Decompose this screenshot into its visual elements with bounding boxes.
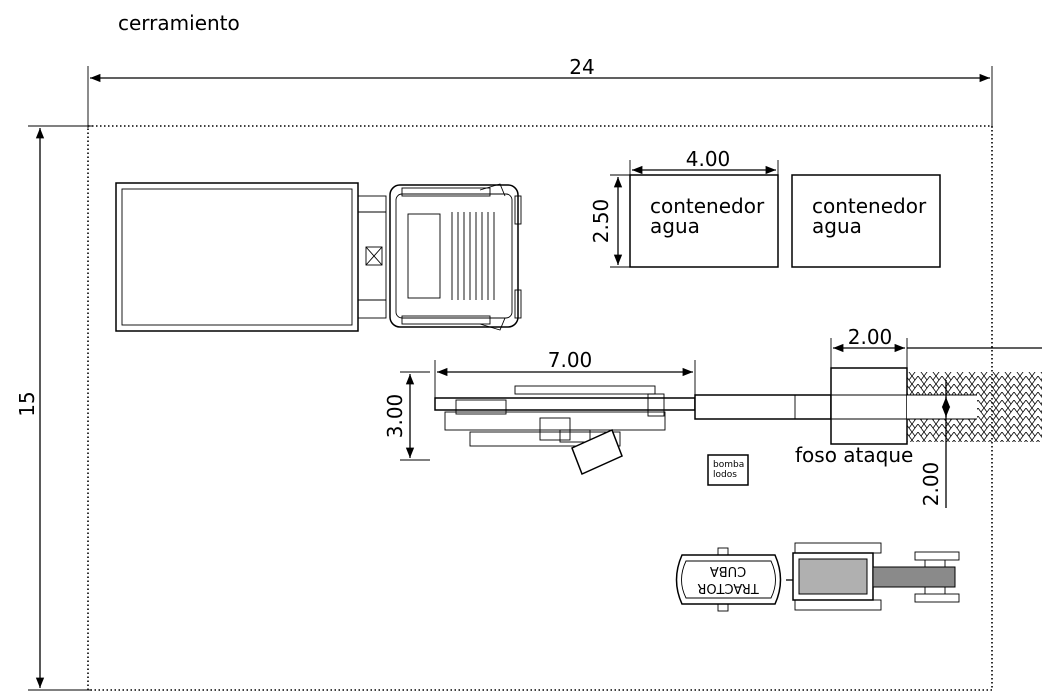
container-width-dimension-label: 4.00 xyxy=(686,147,731,171)
enclosure-fence xyxy=(87,125,993,691)
truck xyxy=(115,182,522,332)
tractor-label: TRACTOR xyxy=(697,580,759,595)
machine-length-dimension: 7.00 xyxy=(434,348,696,398)
container-height-dimension-label: 2.50 xyxy=(589,199,613,244)
machine-width-dimension: 3.00 xyxy=(383,371,430,461)
machine-length-dimension-label: 7.00 xyxy=(548,348,593,372)
water-container-1: contenedor agua xyxy=(629,174,779,268)
container-width-dimension: 4.00 xyxy=(629,147,779,175)
plan-title: cerramiento xyxy=(118,11,240,35)
sludge-pump-label-line1: bomba xyxy=(713,460,744,470)
height-dimension-label: 15 xyxy=(15,391,39,416)
pit-width-dimension-label: 2.00 xyxy=(848,325,893,349)
sludge-pump: bomba lodos xyxy=(707,454,749,486)
width-dimension-label: 24 xyxy=(569,55,594,79)
drilling-machine xyxy=(434,385,832,476)
width-dimension: 24 xyxy=(87,55,993,128)
water-container-2: contenedor agua xyxy=(791,174,941,268)
water-container-2-label-line2: agua xyxy=(812,214,862,238)
tank-label: CUBA xyxy=(710,563,747,578)
pit-depth-dimension-label: 2.00 xyxy=(919,462,943,507)
sludge-pump-label-line2: lodos xyxy=(713,470,737,480)
water-container-1-label-line2: agua xyxy=(650,214,700,238)
container-height-dimension: 2.50 xyxy=(589,174,630,268)
water-container-2-label-line1: contenedor xyxy=(812,194,927,218)
pit-width-dimension: 2.00 xyxy=(830,325,1042,368)
water-container-1-label-line1: contenedor xyxy=(650,194,765,218)
excavation-hatch xyxy=(907,372,1042,442)
tractor-tank: CUBA TRACTOR xyxy=(675,542,960,612)
height-dimension: 15 xyxy=(15,125,92,691)
machine-width-dimension-label: 3.00 xyxy=(383,394,407,439)
attack-pit-label: foso ataque xyxy=(795,443,913,467)
pit-depth-dimension: 2.00 xyxy=(919,380,962,508)
